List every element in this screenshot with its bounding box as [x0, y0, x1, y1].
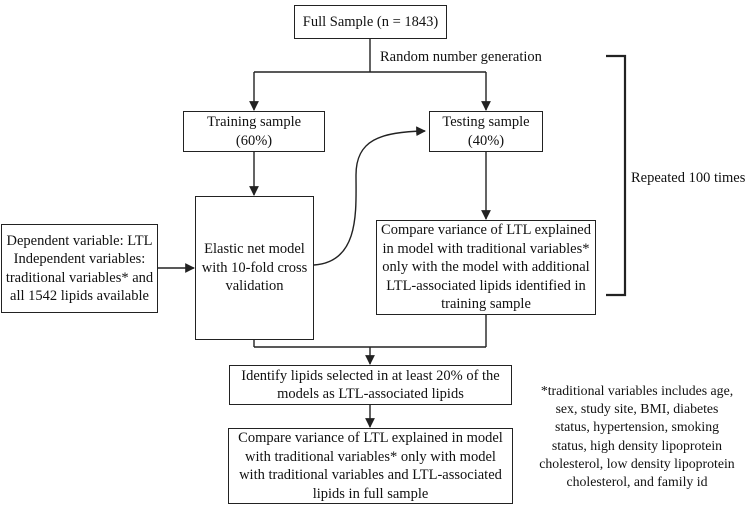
elastic-net-text: Elastic net model with 10-fold cross val…: [201, 241, 308, 295]
elastic-net-box: Elastic net model with 10-fold cross val…: [195, 196, 314, 340]
dependent-variable-text: Dependent variable: LTL Independent vari…: [5, 232, 154, 305]
curve-elastic-to-testing: [313, 126, 426, 266]
traditional-variables-footnote: *traditional variables includes age, sex…: [539, 383, 735, 490]
compare-test-text: Compare variance of LTL explained in mod…: [381, 222, 591, 313]
random-generation-label: Random number generation: [380, 49, 542, 65]
testing-sample-text: Testing sample (40%): [442, 114, 530, 149]
full-sample-text: Full Sample (n = 1843): [302, 13, 439, 30]
compare-full-box: Compare variance of LTL explained in mod…: [228, 428, 513, 504]
full-sample-box: Full Sample (n = 1843): [294, 5, 447, 39]
dependent-variable-box: Dependent variable: LTL Independent vari…: [1, 224, 158, 313]
identify-lipids-box: Identify lipids selected in at least 20%…: [229, 365, 512, 405]
compare-full-text: Compare variance of LTL explained in mod…: [238, 430, 503, 502]
compare-test-box: Compare variance of LTL explained in mod…: [376, 220, 596, 315]
testing-sample-box: Testing sample (40%): [429, 111, 543, 152]
identify-lipids-text: Identify lipids selected in at least 20%…: [241, 367, 500, 403]
training-sample-box: Training sample (60%): [183, 111, 325, 152]
training-sample-text: Training sample (60%): [206, 114, 302, 149]
repeated-label: Repeated 100 times: [631, 170, 746, 186]
repeat-bracket: [606, 54, 627, 297]
